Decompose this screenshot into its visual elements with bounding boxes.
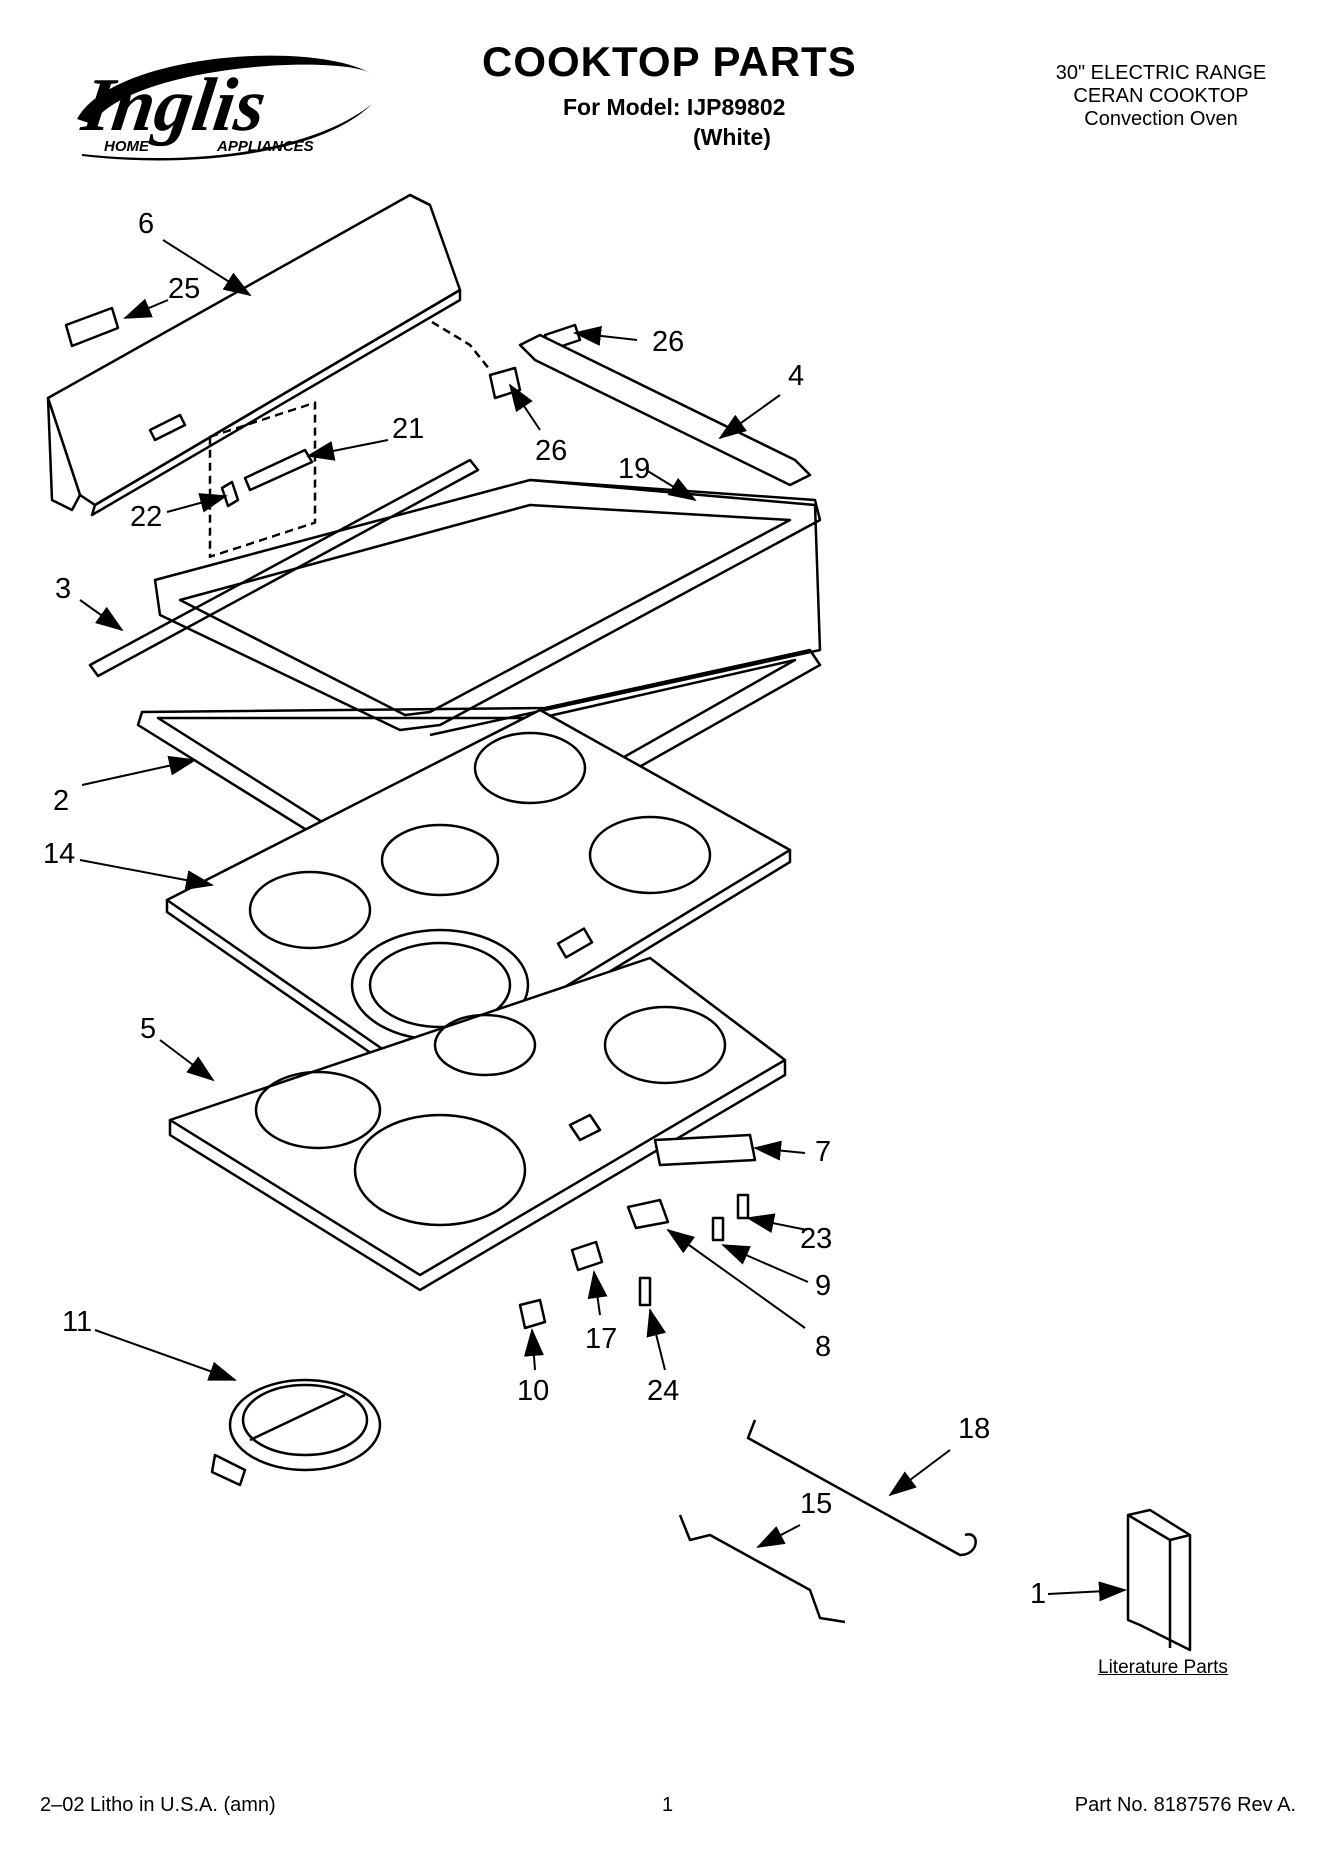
leader-26-upper [573,325,638,346]
part-17-clip [570,1240,604,1272]
product-line-1: 30" ELECTRIC RANGE [1055,62,1267,84]
part-21-switch-lens [243,448,314,492]
product-description: 30" ELECTRIC RANGE CERAN COOKTOP Convect… [1031,62,1291,131]
callout-1: 1 [1030,1578,1047,1610]
inglis-logo: Inglis HOME APPLIANCES [77,55,372,161]
product-line-2: CERAN COOKTOP [1073,85,1249,107]
footer-litho: 2–02 Litho in U.S.A. (amn) [40,1794,276,1816]
callout-21: 21 [392,413,425,445]
callout-23: 23 [800,1223,833,1255]
callout-26-upper: 26 [652,326,685,358]
callout-2: 2 [53,785,70,817]
footer-page-number: 1 [662,1794,674,1816]
part-18-wire [746,1419,977,1557]
callout-22: 22 [130,501,163,533]
leader-7 [753,1140,806,1161]
svg-text:APPLIANCES: APPLIANCES [216,138,314,155]
part-4-bracket [518,333,812,487]
callout-10: 10 [517,1375,550,1407]
part-8-bracket [626,1198,670,1230]
callout-4: 4 [788,360,805,392]
part-10-terminal [518,1298,547,1330]
leader-3 [79,599,124,632]
svg-text:HOME: HOME [104,138,150,155]
part-19-cooktop-frame [153,478,822,737]
svg-text:Inglis: Inglis [77,62,272,147]
leader-23 [746,1213,808,1233]
callout-5: 5 [140,1013,157,1045]
callout-18: 18 [958,1413,991,1445]
callout-14: 14 [43,838,76,870]
leader-21 [306,439,389,461]
callout-19: 19 [618,453,651,485]
model-number: For Model: IJP89802 [563,94,786,120]
part-7-support-bracket [653,1133,757,1167]
page-title: COOKTOP PARTS [482,38,857,85]
part-22-clip [220,480,240,508]
part-15-wire [678,1514,846,1624]
callout-25: 25 [168,273,201,305]
part-3-trim-strip [88,458,480,678]
leader-14 [79,859,214,890]
footer-part-number: Part No. 8187576 Rev A. [1074,1794,1296,1816]
literature-parts-label: Literature Parts [1098,1657,1228,1678]
part-6-control-panel [46,193,462,517]
leader-5 [159,1039,215,1082]
part-11-radiant-element [210,1378,382,1487]
leader-25 [123,298,169,319]
callout-17: 17 [585,1323,618,1355]
callout-9: 9 [815,1270,832,1302]
part-23-screw [736,1193,750,1220]
callout-6: 6 [138,208,155,240]
leader-10 [523,1328,544,1371]
model-color: (White) [693,124,771,150]
part-14-glass-cooktop [165,708,792,1089]
callout-7: 7 [815,1136,832,1168]
callout-8: 8 [815,1331,832,1363]
leader-19 [645,469,697,502]
part-1-literature [1126,1508,1192,1652]
leader-8 [666,1228,806,1329]
leader-22 [166,493,228,513]
callout-24: 24 [647,1375,680,1407]
leader-17 [587,1270,608,1316]
callout-15: 15 [800,1488,833,1520]
leader-1 [1047,1581,1127,1602]
callout-3: 3 [55,573,72,605]
part-24-screw [638,1276,652,1307]
leader-2 [81,755,197,786]
leader-15 [756,1524,801,1548]
callout-26-lower: 26 [535,435,568,467]
leader-11 [94,1329,237,1381]
leader-26-lower [508,383,541,431]
product-line-3: Convection Oven [1084,108,1238,130]
callout-11: 11 [62,1306,93,1338]
leader-18 [888,1449,951,1497]
leader-24 [646,1308,667,1371]
model-subtitle: For Model: IJP89802 (White) [563,92,785,152]
part-25-indicator-lens [64,306,120,348]
part-5-burner-box [168,956,787,1292]
leader-9 [721,1244,809,1283]
leader-6 [162,239,252,297]
part-9-screw [711,1216,725,1242]
leader-4 [718,394,781,440]
